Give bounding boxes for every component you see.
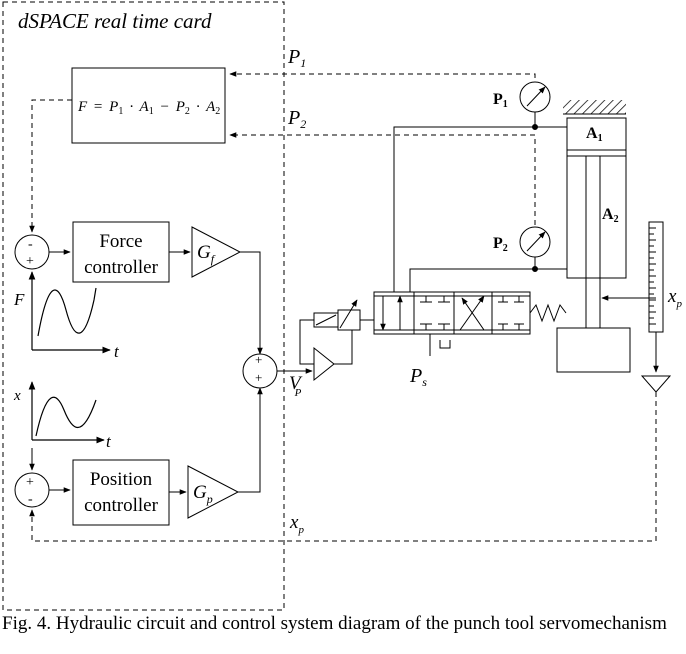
svg-text:Position: Position <box>90 469 153 490</box>
signal-vp-label: VP <box>289 373 303 399</box>
position-controller-block: Position controller <box>72 459 170 526</box>
position-xp-right-label: xp <box>667 286 682 310</box>
svg-text:-: - <box>28 492 33 507</box>
output-summing-junction: + + <box>242 352 278 389</box>
pressure-gauge-p1: P1 <box>493 81 551 113</box>
pressure-gauge-p2: P2 <box>493 226 551 258</box>
figure-caption: Fig. 4. Hydraulic circuit and control sy… <box>2 613 667 634</box>
position-reference-plot <box>28 381 105 444</box>
signal-p1-label: P1 <box>287 46 306 70</box>
svg-text:Force: Force <box>99 231 142 252</box>
dspace-card-border <box>2 1 285 611</box>
position-summing-junction: + - <box>14 472 50 508</box>
svg-text:A1: A1 <box>586 125 603 144</box>
hydraulic-cylinder: A1 A2 <box>556 100 631 373</box>
proportional-valve <box>373 291 567 356</box>
force-controller-block: Force controller <box>72 221 170 283</box>
dspace-card-title: dSPACE real time card <box>18 9 212 33</box>
svg-text:F = P1 ·: F = P1 · A1 − P2 · A2 <box>77 99 220 118</box>
svg-text:A2: A2 <box>602 206 619 225</box>
position-feedback-line <box>29 392 657 542</box>
svg-text:Gp: Gp <box>193 482 213 506</box>
time-axis-label-2: t <box>106 432 112 451</box>
force-equation-block: F = P1 · A1 − P2 · A2 <box>71 67 226 144</box>
svg-text:+: + <box>255 352 262 367</box>
time-axis-label-1: t <box>114 342 120 361</box>
force-summing-junction: - + <box>14 234 50 270</box>
gain-gp-block: Gp <box>187 465 240 519</box>
position-axis-label: x <box>13 388 21 404</box>
supply-pressure-label: Ps <box>409 365 427 389</box>
svg-text:+: + <box>26 254 34 269</box>
svg-text:P1: P1 <box>493 91 508 110</box>
svg-text:P2: P2 <box>493 235 508 254</box>
svg-text:+: + <box>255 370 262 385</box>
hydraulic-lines <box>393 112 567 292</box>
svg-text:-: - <box>28 237 33 252</box>
svg-text:+: + <box>26 475 34 490</box>
gain-gf-block: Gf <box>191 226 242 278</box>
svg-text:controller: controller <box>84 257 159 278</box>
signal-xp-bottom-label: xp <box>289 512 304 536</box>
force-reference-plot <box>28 271 111 354</box>
force-axis-label: F <box>13 290 25 309</box>
position-sensor-scale <box>601 221 672 393</box>
svg-text:controller: controller <box>84 495 159 516</box>
signal-p2-label: P2 <box>287 107 306 131</box>
svg-text:Gf: Gf <box>197 242 216 266</box>
valve-solenoid <box>313 299 374 331</box>
pressure-signal-lines <box>29 71 536 233</box>
